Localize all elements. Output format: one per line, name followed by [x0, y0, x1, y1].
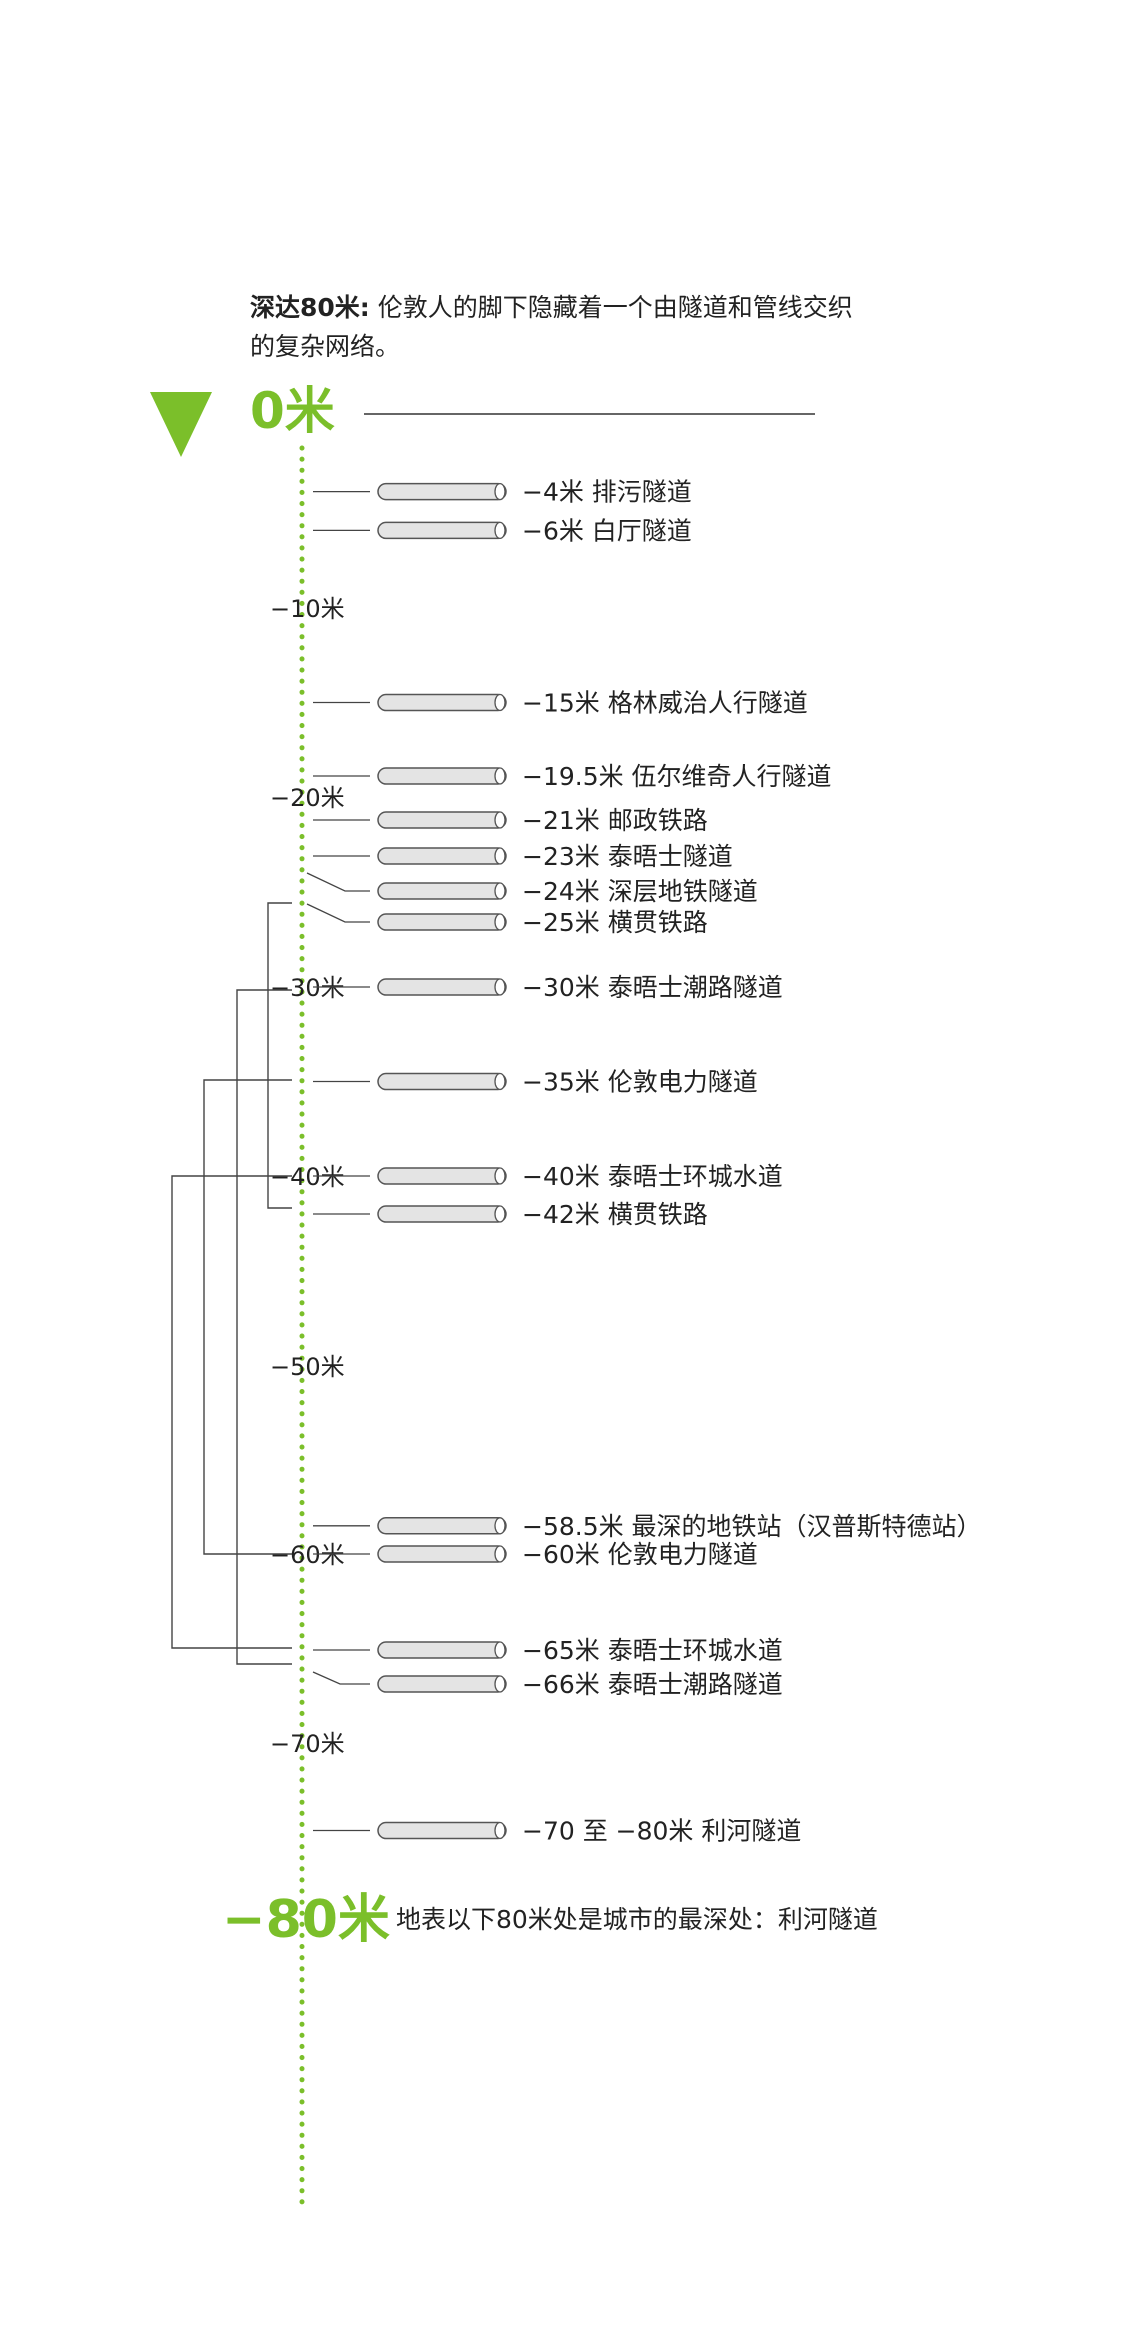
- pipe-end-icon: [494, 1675, 506, 1693]
- tunnel-pipe-icon: [377, 521, 507, 540]
- depth-mark-label: −10米: [270, 595, 345, 623]
- pipe-end-icon: [494, 1072, 506, 1091]
- pipe-end-icon: [494, 1167, 506, 1185]
- down-arrow-icon: [150, 392, 212, 457]
- tunnel-row: −6米 白厅隧道: [313, 516, 692, 545]
- tunnel-label: −40米 泰晤士环城水道: [522, 1162, 783, 1191]
- tunnel-pipe-icon: [377, 767, 507, 785]
- depth-mark-label: −50米: [270, 1353, 345, 1381]
- depth-mark-label: −30米: [270, 974, 345, 1002]
- bottom-depth-label: −80米: [222, 1890, 390, 1950]
- pipe-end-icon: [494, 978, 506, 996]
- tunnel-pipe-icon: [377, 978, 507, 996]
- pipe-end-icon: [494, 1641, 506, 1659]
- intro-text: 深达80米: 伦敦人的脚下隐藏着一个由隧道和管线交织的复杂网络。: [250, 288, 870, 366]
- pipe-end-icon: [494, 482, 506, 501]
- tunnel-label: −35米 伦敦电力隧道: [522, 1068, 758, 1097]
- tunnel-leader: [312, 1671, 370, 1685]
- tunnel-pipe-icon: [377, 482, 507, 501]
- depth-mark-label: −70米: [270, 1730, 345, 1758]
- tunnel-label: −60米 伦敦电力隧道: [522, 1540, 758, 1569]
- tunnel-row: −40米 泰晤士环城水道: [313, 1162, 783, 1191]
- tunnel-label: −66米 泰晤士潮路隧道: [522, 1670, 783, 1699]
- pipe-end-icon: [494, 1545, 506, 1563]
- pipe-end-icon: [494, 1517, 506, 1535]
- depth-mark-label: −40米: [270, 1163, 345, 1191]
- depth-mark-label: −20米: [270, 784, 345, 812]
- tunnel-pipe-icon: [377, 882, 507, 900]
- tunnel-label: −24米 深层地铁隧道: [522, 877, 758, 906]
- pipe-end-icon: [494, 767, 506, 785]
- tunnel-label: −70 至 −80米 利河隧道: [522, 1817, 801, 1846]
- pipe-end-icon: [494, 521, 506, 540]
- depth-mark-label: −60米: [270, 1541, 345, 1569]
- tunnel-pipe-icon: [377, 1072, 507, 1091]
- tunnel-row: −58.5米 最深的地铁站（汉普斯特德站）: [313, 1512, 982, 1541]
- tunnel-label: −15米 格林威治人行隧道: [522, 689, 808, 718]
- tunnel-pipe-icon: [377, 811, 507, 829]
- bottom-note: 地表以下80米处是城市的最深处：利河隧道: [396, 1905, 878, 1934]
- pipe-end-icon: [494, 882, 506, 900]
- tunnel-row: −65米 泰晤士环城水道: [313, 1636, 783, 1665]
- tunnel-row: −21米 邮政铁路: [313, 806, 708, 835]
- tunnel-label: −4米 排污隧道: [522, 478, 692, 507]
- tunnel-row: −30米 泰晤士潮路隧道: [313, 973, 783, 1002]
- pipe-end-icon: [494, 1205, 506, 1223]
- tunnel-row: −35米 伦敦电力隧道: [313, 1068, 758, 1097]
- pipe-end-icon: [494, 847, 506, 865]
- tunnel-row: −15米 格林威治人行隧道: [313, 689, 808, 718]
- pipe-end-icon: [494, 693, 506, 712]
- tunnel-row: −23米 泰晤士隧道: [313, 842, 733, 871]
- tunnel-pipe-icon: [377, 1641, 507, 1659]
- intro-bold: 深达80米:: [250, 293, 370, 322]
- tunnel-row: −4米 排污隧道: [313, 478, 692, 507]
- tunnel-label: −58.5米 最深的地铁站（汉普斯特德站）: [522, 1512, 982, 1541]
- tunnel-label: −30米 泰晤士潮路隧道: [522, 973, 783, 1002]
- tunnel-row: −42米 横贯铁路: [313, 1200, 708, 1229]
- tunnel-label: −21米 邮政铁路: [522, 806, 708, 835]
- crossrail-connector: [267, 902, 292, 1209]
- tunnel-row: −66米 泰晤士潮路隧道: [312, 1670, 783, 1699]
- tunnel-row: −25米 横贯铁路: [306, 903, 708, 937]
- power-tunnel-connector: [203, 1079, 292, 1555]
- tunnel-pipe-icon: [377, 1675, 507, 1693]
- pipe-end-icon: [494, 1821, 506, 1840]
- tunnel-leader: [306, 903, 370, 923]
- tunnel-pipe-icon: [377, 693, 507, 712]
- tideway-connector: [236, 989, 292, 1665]
- tunnel-pipe-icon: [377, 1545, 507, 1563]
- tunnel-pipe-icon: [377, 913, 507, 931]
- tunnel-label: −42米 横贯铁路: [522, 1200, 708, 1229]
- tunnel-row: −60米 伦敦电力隧道: [313, 1540, 758, 1569]
- tunnel-row: −24米 深层地铁隧道: [306, 872, 758, 906]
- tunnel-pipe-icon: [377, 1167, 507, 1185]
- tunnel-label: −23米 泰晤士隧道: [522, 842, 733, 871]
- tunnel-pipe-icon: [377, 847, 507, 865]
- tunnel-label: −25米 横贯铁路: [522, 908, 708, 937]
- tunnel-row: −19.5米 伍尔维奇人行隧道: [313, 762, 832, 791]
- tunnel-label: −6米 白厅隧道: [522, 516, 692, 545]
- surface-label: 0米: [250, 382, 335, 440]
- tunnel-pipe-icon: [377, 1517, 507, 1535]
- intro-body: 伦敦人的脚下隐藏着一个由隧道和管线交织的复杂网络。: [250, 293, 853, 361]
- tunnel-pipe-icon: [377, 1205, 507, 1223]
- tunnel-label: −19.5米 伍尔维奇人行隧道: [522, 762, 832, 791]
- pipe-end-icon: [494, 913, 506, 931]
- tunnel-row: −70 至 −80米 利河隧道: [313, 1817, 801, 1846]
- tunnel-leader: [306, 872, 370, 892]
- tunnel-label: −65米 泰晤士环城水道: [522, 1636, 783, 1665]
- pipe-end-icon: [494, 811, 506, 829]
- ring-main-connector: [171, 1175, 292, 1649]
- tunnel-pipe-icon: [377, 1821, 507, 1840]
